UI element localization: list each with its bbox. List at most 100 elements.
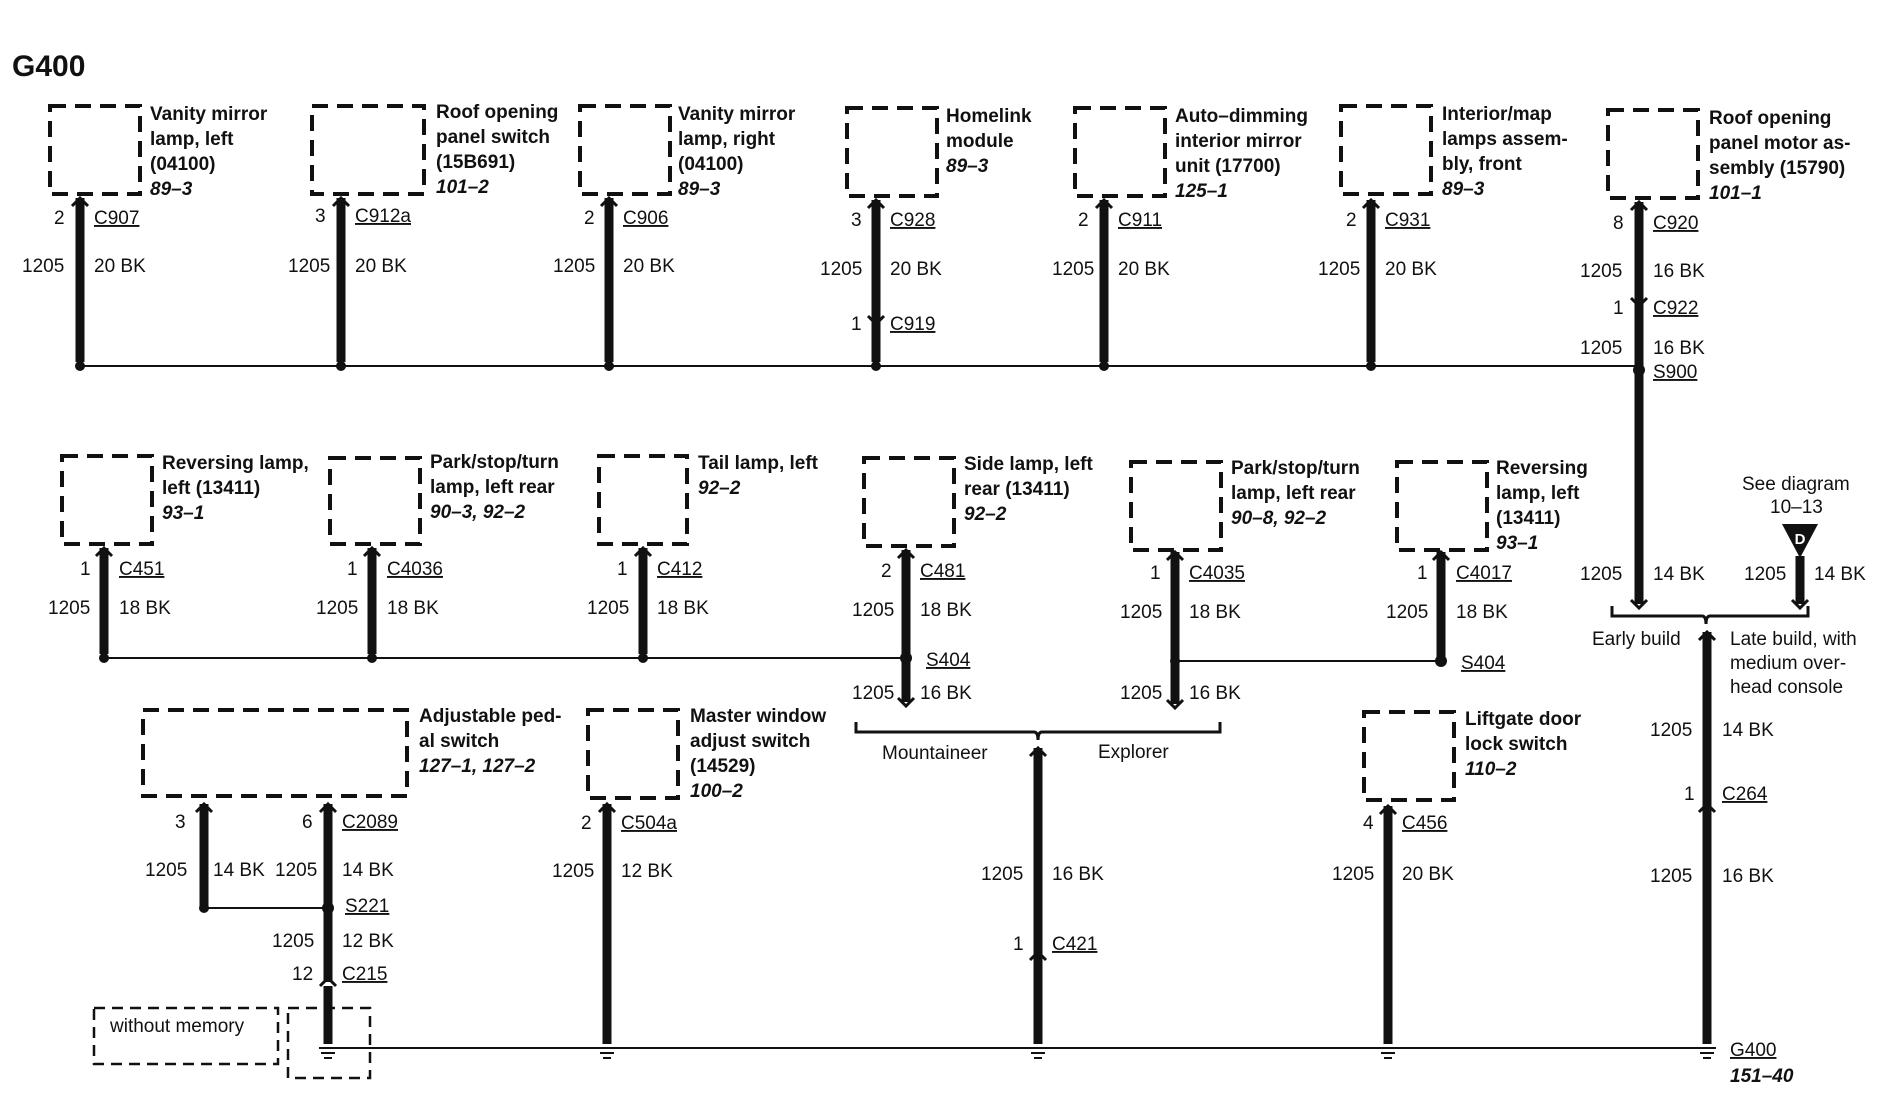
without-memory-label: without memory bbox=[109, 1016, 245, 1037]
circuit-number-2: 1205 bbox=[852, 683, 894, 704]
inline-connector-id: C919 bbox=[890, 314, 935, 335]
wire-gauge: 18 BK bbox=[920, 600, 972, 621]
bottom-arrow bbox=[1165, 698, 1185, 711]
circuit-number: 1205 bbox=[1052, 259, 1094, 280]
component-box bbox=[48, 104, 142, 196]
wire-gauge: 14 BK bbox=[213, 860, 265, 881]
component-liftgate-door-lock-switch: Liftgate door lock switch 110–2 4 C456 1… bbox=[1332, 709, 1582, 1059]
component-auto-dimming-interior-mirror: Auto–dimming interior mirror unit (17700… bbox=[1052, 106, 1308, 371]
connector-id: C412 bbox=[657, 559, 702, 580]
component-box bbox=[578, 104, 672, 196]
component-tail-lamp-left: Tail lamp, left 92–2 1 C412 1205 18 BK bbox=[587, 453, 819, 663]
pin-number: 1 bbox=[617, 559, 628, 580]
circuit-number: 1205 bbox=[981, 864, 1023, 885]
component-box bbox=[328, 456, 422, 546]
wire-gauge: 18 BK bbox=[657, 598, 709, 619]
wire-gauge: 14 BK bbox=[342, 860, 394, 881]
component-label-line2: module bbox=[946, 131, 1014, 152]
page-reference: 89–3 bbox=[946, 156, 989, 177]
component-label-line2: adjust switch bbox=[690, 731, 810, 752]
component-roof-opening-panel-switch: Roof opening panel switch (15B691) 101–2… bbox=[288, 102, 558, 371]
circuit-number: 1205 bbox=[1386, 602, 1428, 623]
component-interior-map-lamps-front: Interior/map lamps assem- bly, front 89–… bbox=[1318, 104, 1568, 371]
component-box bbox=[1073, 106, 1167, 198]
splice-dot bbox=[900, 652, 912, 664]
variant-brace bbox=[854, 722, 1222, 741]
splice-dot bbox=[1435, 655, 1447, 667]
circuit-number: 1205 bbox=[852, 600, 894, 621]
see-diagram-badge: D bbox=[1795, 531, 1806, 548]
component-label-line2: interior mirror bbox=[1175, 131, 1302, 152]
component-label-line3: (04100) bbox=[678, 154, 744, 175]
connector-id: C481 bbox=[920, 561, 965, 582]
component-reversing-lamp-left-a: Reversing lamp, left (13411) 93–1 1 C451… bbox=[48, 453, 309, 663]
circuit-number: 1205 bbox=[275, 860, 317, 881]
page-reference: 92–2 bbox=[964, 504, 1007, 525]
variant-label-late-line2: medium over- bbox=[1730, 653, 1846, 674]
component-label-line2: left (13411) bbox=[162, 478, 260, 499]
component-label-line2: lamp, left rear bbox=[430, 477, 555, 498]
circuit-number: 1205 bbox=[48, 598, 90, 619]
inline-connector-id: C922 bbox=[1653, 298, 1698, 319]
ground-icon bbox=[1698, 1047, 1716, 1059]
wire-gauge-2: 16 BK bbox=[1653, 338, 1705, 359]
bus-junction bbox=[75, 361, 85, 371]
page-reference: 89–3 bbox=[678, 179, 721, 200]
bus-junction bbox=[336, 361, 346, 371]
page-reference: 101–1 bbox=[1709, 183, 1762, 204]
page-reference: 100–2 bbox=[690, 781, 743, 802]
wire-gauge: 16 BK bbox=[1653, 261, 1705, 282]
page-reference: 89–3 bbox=[1442, 179, 1485, 200]
component-vanity-mirror-lamp-left: Vanity mirror lamp, left (04100) 89–3 2 … bbox=[22, 104, 268, 371]
connector-id: C504a bbox=[621, 813, 677, 834]
bus-junction bbox=[638, 653, 648, 663]
component-label-line3: bly, front bbox=[1442, 154, 1523, 175]
component-label-line2: lock switch bbox=[1465, 734, 1567, 755]
component-label-line1: Tail lamp, left bbox=[698, 453, 819, 474]
pin-number: 1 bbox=[1150, 563, 1161, 584]
splice-dot bbox=[322, 902, 334, 914]
connector-id: C4035 bbox=[1189, 563, 1245, 584]
component-label-line2: lamp, left rear bbox=[1231, 483, 1356, 504]
wire-gauge: 14 BK bbox=[1814, 564, 1866, 585]
diagram-title: G400 bbox=[12, 50, 85, 83]
variant-label-explorer: Explorer bbox=[1098, 742, 1169, 763]
wire-gauge: 18 BK bbox=[1456, 602, 1508, 623]
page-reference: 89–3 bbox=[150, 179, 193, 200]
component-label-line1: Vanity mirror bbox=[150, 104, 268, 125]
circuit-number-2: 1205 bbox=[1120, 683, 1162, 704]
component-label-line2: lamp, right bbox=[678, 129, 776, 150]
component-park-stop-turn-lamp-a: Park/stop/turn lamp, left rear 90–3, 92–… bbox=[316, 452, 559, 663]
ground-icon bbox=[1379, 1047, 1397, 1059]
component-box bbox=[597, 454, 689, 546]
pin-number: 1 bbox=[347, 559, 358, 580]
inline-pin-number: 1 bbox=[1613, 298, 1624, 319]
wire-gauge: 16 BK bbox=[1052, 864, 1104, 885]
pin-number: 1 bbox=[80, 559, 91, 580]
connector-id: C451 bbox=[119, 559, 164, 580]
connector-id: C911 bbox=[1118, 210, 1162, 231]
page-reference: 90–3, 92–2 bbox=[430, 502, 526, 523]
component-box bbox=[1395, 460, 1489, 552]
pin-number: 2 bbox=[584, 208, 595, 229]
wire-gauge: 20 BK bbox=[623, 256, 675, 277]
component-roof-opening-panel-motor: Roof opening panel motor as- sembly (157… bbox=[1580, 108, 1850, 604]
splice-dot bbox=[1633, 364, 1645, 376]
bus-junction bbox=[1099, 361, 1109, 371]
component-label-line1: Reversing lamp, bbox=[162, 453, 309, 474]
pin-number: 1 bbox=[1417, 563, 1428, 584]
variant-brace-mountaineer-explorer: Mountaineer Explorer bbox=[854, 722, 1222, 764]
connector-id: C931 bbox=[1385, 210, 1430, 231]
component-label-line2: lamp, left bbox=[150, 129, 234, 150]
inline-connector-arrow bbox=[1697, 801, 1717, 814]
wire-gauge-2: 16 BK bbox=[920, 683, 972, 704]
inline-connector-arrow bbox=[318, 975, 338, 988]
pin-number: 12 bbox=[292, 964, 313, 985]
wire-gauge: 20 BK bbox=[1385, 259, 1437, 280]
bus-junction bbox=[871, 361, 881, 371]
circuit-number: 1205 bbox=[820, 259, 862, 280]
wire-gauge: 20 BK bbox=[355, 256, 407, 277]
pin-number: 4 bbox=[1363, 813, 1374, 834]
component-label-line2: rear (13411) bbox=[964, 479, 1070, 500]
component-label-line1: Master window bbox=[690, 706, 826, 727]
